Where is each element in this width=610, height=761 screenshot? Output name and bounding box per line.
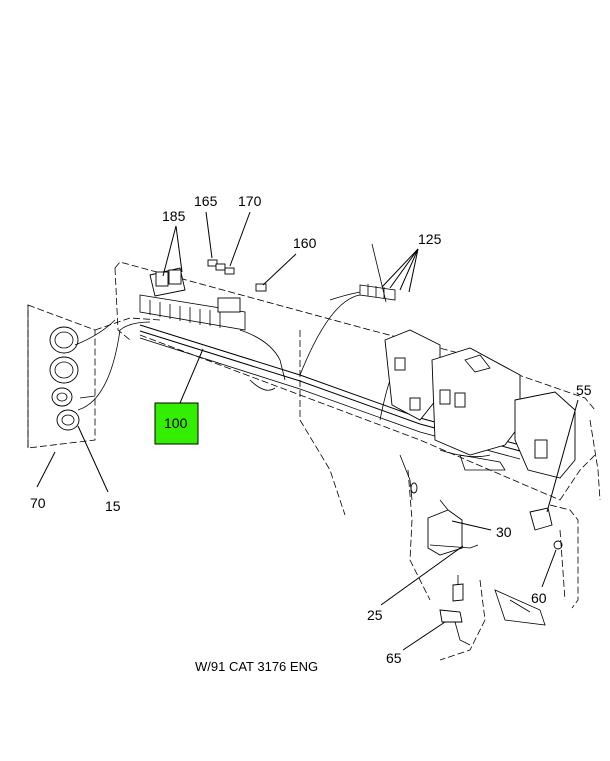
callout-185[interactable]: 185 (162, 208, 186, 224)
callout-60[interactable]: 60 (531, 590, 547, 606)
callout-65[interactable]: 65 (386, 650, 402, 666)
callout-170[interactable]: 170 (238, 193, 262, 209)
left-gauge-panel (27, 304, 161, 449)
gauge-3 (51, 387, 73, 407)
callout-100-highlight[interactable] (154, 402, 199, 445)
callout-160[interactable]: 160 (293, 235, 317, 251)
gauge-1 (49, 326, 79, 354)
callout-165[interactable]: 165 (194, 193, 218, 209)
callout-25[interactable]: 25 (367, 607, 383, 623)
callout-15[interactable]: 15 (105, 498, 121, 514)
callout-55[interactable]: 55 (576, 382, 592, 398)
instrument-cluster (329, 243, 576, 479)
lower-components (410, 482, 579, 646)
switch-15 (56, 409, 80, 431)
leader-lines (36, 211, 579, 651)
callout-100[interactable]: 100 (164, 415, 188, 431)
diagram-caption: W/91 CAT 3176 ENG (195, 659, 318, 674)
callout-125[interactable]: 125 (418, 231, 442, 247)
relay-block (139, 259, 267, 331)
gauge-2 (49, 356, 79, 384)
callout-70[interactable]: 70 (30, 495, 46, 511)
callout-30[interactable]: 30 (496, 524, 512, 540)
